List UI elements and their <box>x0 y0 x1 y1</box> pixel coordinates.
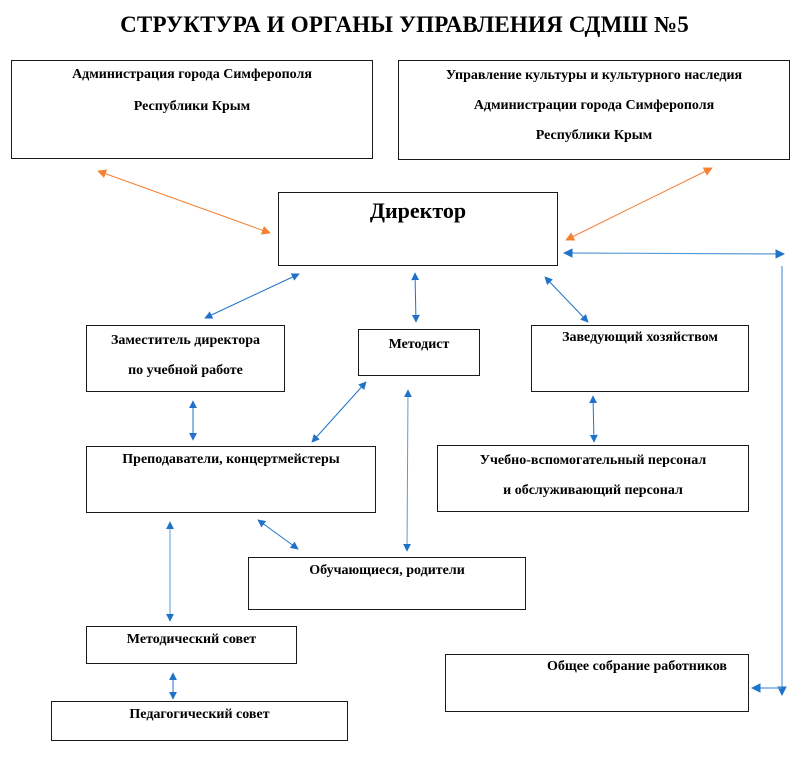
node-label: по учебной работе <box>128 363 243 378</box>
arrow-teachers-students <box>257 519 299 550</box>
arrow-director-right-rail <box>563 248 785 259</box>
node-methodical-council: Методический совет <box>86 626 297 664</box>
arrow-admin-director <box>97 169 271 235</box>
node-label: Методист <box>388 337 450 352</box>
node-label: Обучающиеся, родители <box>309 563 465 578</box>
node-label: Заместитель директора <box>110 333 260 348</box>
node-label: Администрации города Симферополя <box>473 98 715 113</box>
arrow-housekeeping-support <box>589 395 598 443</box>
node-general-meeting: Общее собрание работников <box>445 654 749 712</box>
arrow-culture-director <box>565 167 713 241</box>
arrow-methodist-students <box>403 389 412 552</box>
node-admin-city: Администрация города Симферополя Республ… <box>11 60 373 159</box>
node-label: Республики Крым <box>535 128 653 143</box>
node-label: Директор <box>369 198 467 223</box>
node-support-staff: Учебно-вспомогательный персонал и обслуж… <box>437 445 749 512</box>
node-label: Педагогический совет <box>129 707 270 722</box>
node-label: и обслуживающий персонал <box>503 483 683 498</box>
node-label: Преподаватели, концертмейстеры <box>122 452 340 467</box>
node-housekeeping-head: Заведующий хозяйством <box>531 325 749 392</box>
node-label: Администрация города Симферополя <box>72 67 312 82</box>
node-deputy-director: Заместитель директора по учебной работе <box>86 325 285 392</box>
arrow-director-methodist <box>411 272 420 323</box>
node-label: Учебно-вспомогательный персонал <box>479 453 707 468</box>
node-methodist: Методист <box>358 329 480 376</box>
node-label: Общее собрание работников <box>546 659 727 674</box>
arrow-director-housekeeping <box>544 276 589 323</box>
node-students-parents: Обучающиеся, родители <box>248 557 526 610</box>
node-label: Заведующий хозяйством <box>562 330 718 345</box>
node-pedagogical-council: Педагогический совет <box>51 701 348 741</box>
node-label: Республики Крым <box>133 99 251 114</box>
node-director: Директор <box>278 192 558 266</box>
node-label: Управление культуры и культурного наслед… <box>445 68 743 83</box>
node-culture-dept: Управление культуры и культурного наслед… <box>398 60 790 160</box>
node-teachers: Преподаватели, концертмейстеры <box>86 446 376 513</box>
arrow-methodist-teachers <box>311 381 367 443</box>
diagram-title: СТРУКТУРА И ОРГАНЫ УПРАВЛЕНИЯ СДМШ №5 <box>120 12 689 37</box>
arrow-director-deputy <box>204 273 300 319</box>
node-label: Методический совет <box>126 632 257 647</box>
